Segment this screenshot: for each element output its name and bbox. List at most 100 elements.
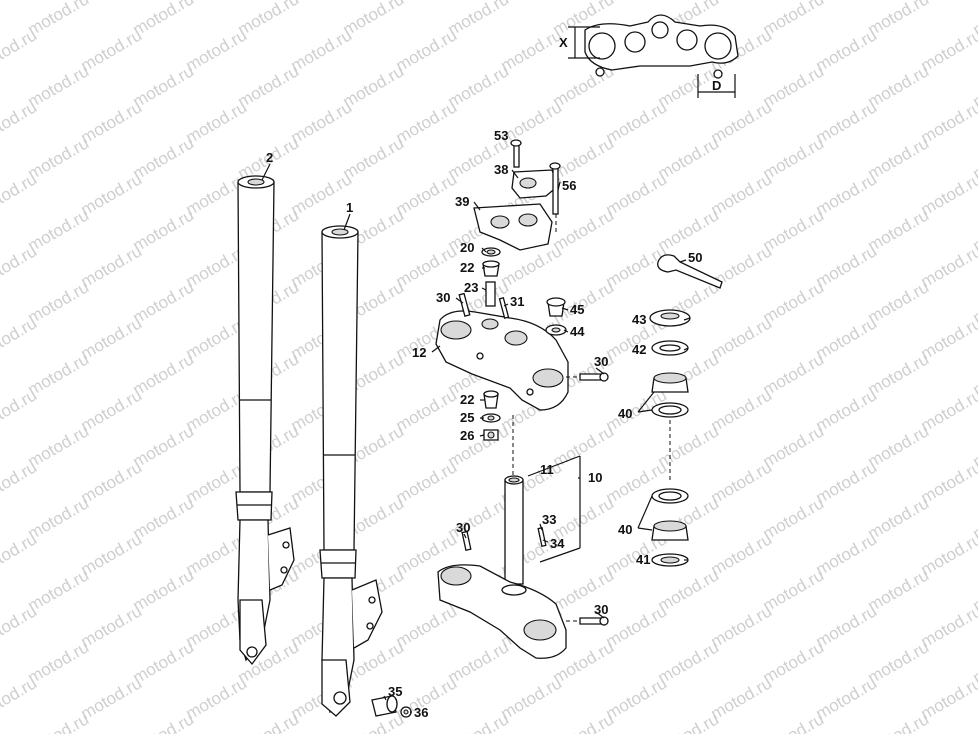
dimension-x-label: X (559, 35, 568, 50)
watermark-text: motod.ru (760, 421, 828, 471)
watermark-text: motod.ru (130, 205, 198, 255)
watermark-text: motod.ru (865, 277, 933, 327)
watermark-text: motod.ru (288, 25, 356, 75)
callout-30d: 30 (594, 602, 608, 617)
watermark-text: motod.ru (918, 169, 978, 219)
callout-45: 45 (570, 302, 584, 317)
watermark-text: motod.ru (813, 601, 881, 651)
watermark-text: motod.ru (0, 169, 40, 219)
watermark-text: motod.ru (0, 0, 40, 3)
callout-50: 50 (688, 250, 702, 265)
callout-40b: 40 (618, 522, 632, 537)
callout-20: 20 (460, 240, 474, 255)
watermark-text: motod.ru (340, 61, 408, 111)
watermark-text: motod.ru (25, 349, 93, 399)
watermark-text: motod.ru (865, 205, 933, 255)
watermark-text: motod.ru (918, 241, 978, 291)
watermark-text: motod.ru (340, 133, 408, 183)
watermark-text: motod.ru (760, 349, 828, 399)
watermark-text: motod.ru (813, 97, 881, 147)
watermark-text: motod.ru (550, 205, 618, 255)
watermark-text: motod.ru (25, 637, 93, 687)
watermark-text: motod.ru (130, 61, 198, 111)
watermark-text: motod.ru (445, 637, 513, 687)
callout-34: 34 (550, 536, 565, 551)
watermark-text: motod.ru (918, 673, 978, 723)
watermark-text: motod.ru (865, 637, 933, 687)
upper-triple-clamp (435, 292, 609, 411)
watermark-text: motod.ru (498, 25, 566, 75)
watermark-text: motod.ru (0, 313, 40, 363)
watermark-text: motod.ru (183, 97, 251, 147)
watermark-text: motod.ru (393, 385, 461, 435)
watermark-text: motod.ru (918, 25, 978, 75)
watermark-text: motod.ru (130, 565, 198, 615)
watermark-text: motod.ru (708, 457, 776, 507)
watermark-text: motod.ru (655, 637, 723, 687)
leader-lines (261, 163, 691, 713)
watermark-text: motod.ru (78, 25, 146, 75)
callout-25: 25 (460, 410, 474, 425)
watermark-text: motod.ru (78, 385, 146, 435)
watermark-text: motod.ru (130, 709, 198, 734)
watermark-text: motod.ru (393, 241, 461, 291)
watermark-text: motod.ru (25, 565, 93, 615)
callout-33: 33 (542, 512, 556, 527)
watermark-text: motod.ru (760, 709, 828, 734)
watermark-text: motod.ru (78, 457, 146, 507)
watermark-text: motod.ru (865, 421, 933, 471)
watermark-text: motod.ru (0, 97, 40, 147)
watermark-text: motod.ru (760, 61, 828, 111)
callout-10: 10 (588, 470, 602, 485)
callout-26: 26 (460, 428, 474, 443)
watermark-text: motod.ru (0, 457, 40, 507)
watermark-text: motod.ru (0, 601, 40, 651)
watermark-text: motod.ru (25, 493, 93, 543)
watermark-text: motod.ru (0, 241, 40, 291)
watermark-text: motod.ru (603, 601, 671, 651)
watermark-text: motod.ru (393, 97, 461, 147)
watermark-text: motod.ru (130, 421, 198, 471)
watermark-text: motod.ru (445, 421, 513, 471)
watermark-text: motod.ru (550, 133, 618, 183)
watermark-text: motod.ru (970, 709, 978, 734)
watermark-text: motod.ru (25, 709, 93, 734)
lower-nut-parts (481, 390, 514, 478)
watermark-text: motod.ru (970, 0, 978, 39)
watermark-text: motod.ru (340, 709, 408, 734)
watermark-text: motod.ru (708, 601, 776, 651)
watermark-text: motod.ru (393, 169, 461, 219)
watermark-text: motod.ru (393, 457, 461, 507)
axle-spacer (371, 695, 412, 718)
watermark-text: motod.ru (498, 673, 566, 723)
watermark-text: motod.ru (603, 673, 671, 723)
watermark-text: motod.ru (865, 493, 933, 543)
watermark-text: motod.ru (445, 493, 513, 543)
watermark-text: motod.ru (78, 169, 146, 219)
dimension-d-label: D (712, 78, 721, 93)
spanner-tool (657, 254, 723, 289)
watermark-text: motod.ru (813, 313, 881, 363)
watermark-text: motod.ru (760, 637, 828, 687)
watermark-text: motod.ru (918, 385, 978, 435)
watermark-text: motod.ru (708, 313, 776, 363)
watermark-text: motod.ru (393, 601, 461, 651)
watermark-text: motod.ru (235, 709, 303, 734)
callout-53: 53 (494, 128, 508, 143)
callout-23: 23 (464, 280, 478, 295)
watermark-text: motod.ru (708, 169, 776, 219)
watermark-text: motod.ru (25, 205, 93, 255)
watermark-text: motod.ru (655, 421, 723, 471)
watermark-text: motod.ru (918, 97, 978, 147)
watermark-text: motod.ru (918, 457, 978, 507)
stem-nut-parts (545, 297, 567, 336)
watermark-text: motod.ru (183, 25, 251, 75)
callout-30b: 30 (594, 354, 608, 369)
watermark-text: motod.ru (655, 133, 723, 183)
watermark-text: motod.ru (865, 61, 933, 111)
watermark-text: motod.ru (130, 493, 198, 543)
watermark-text: motod.ru (813, 25, 881, 75)
watermark-text: motod.ru (78, 97, 146, 147)
watermark-text: motod.ru (0, 673, 40, 723)
